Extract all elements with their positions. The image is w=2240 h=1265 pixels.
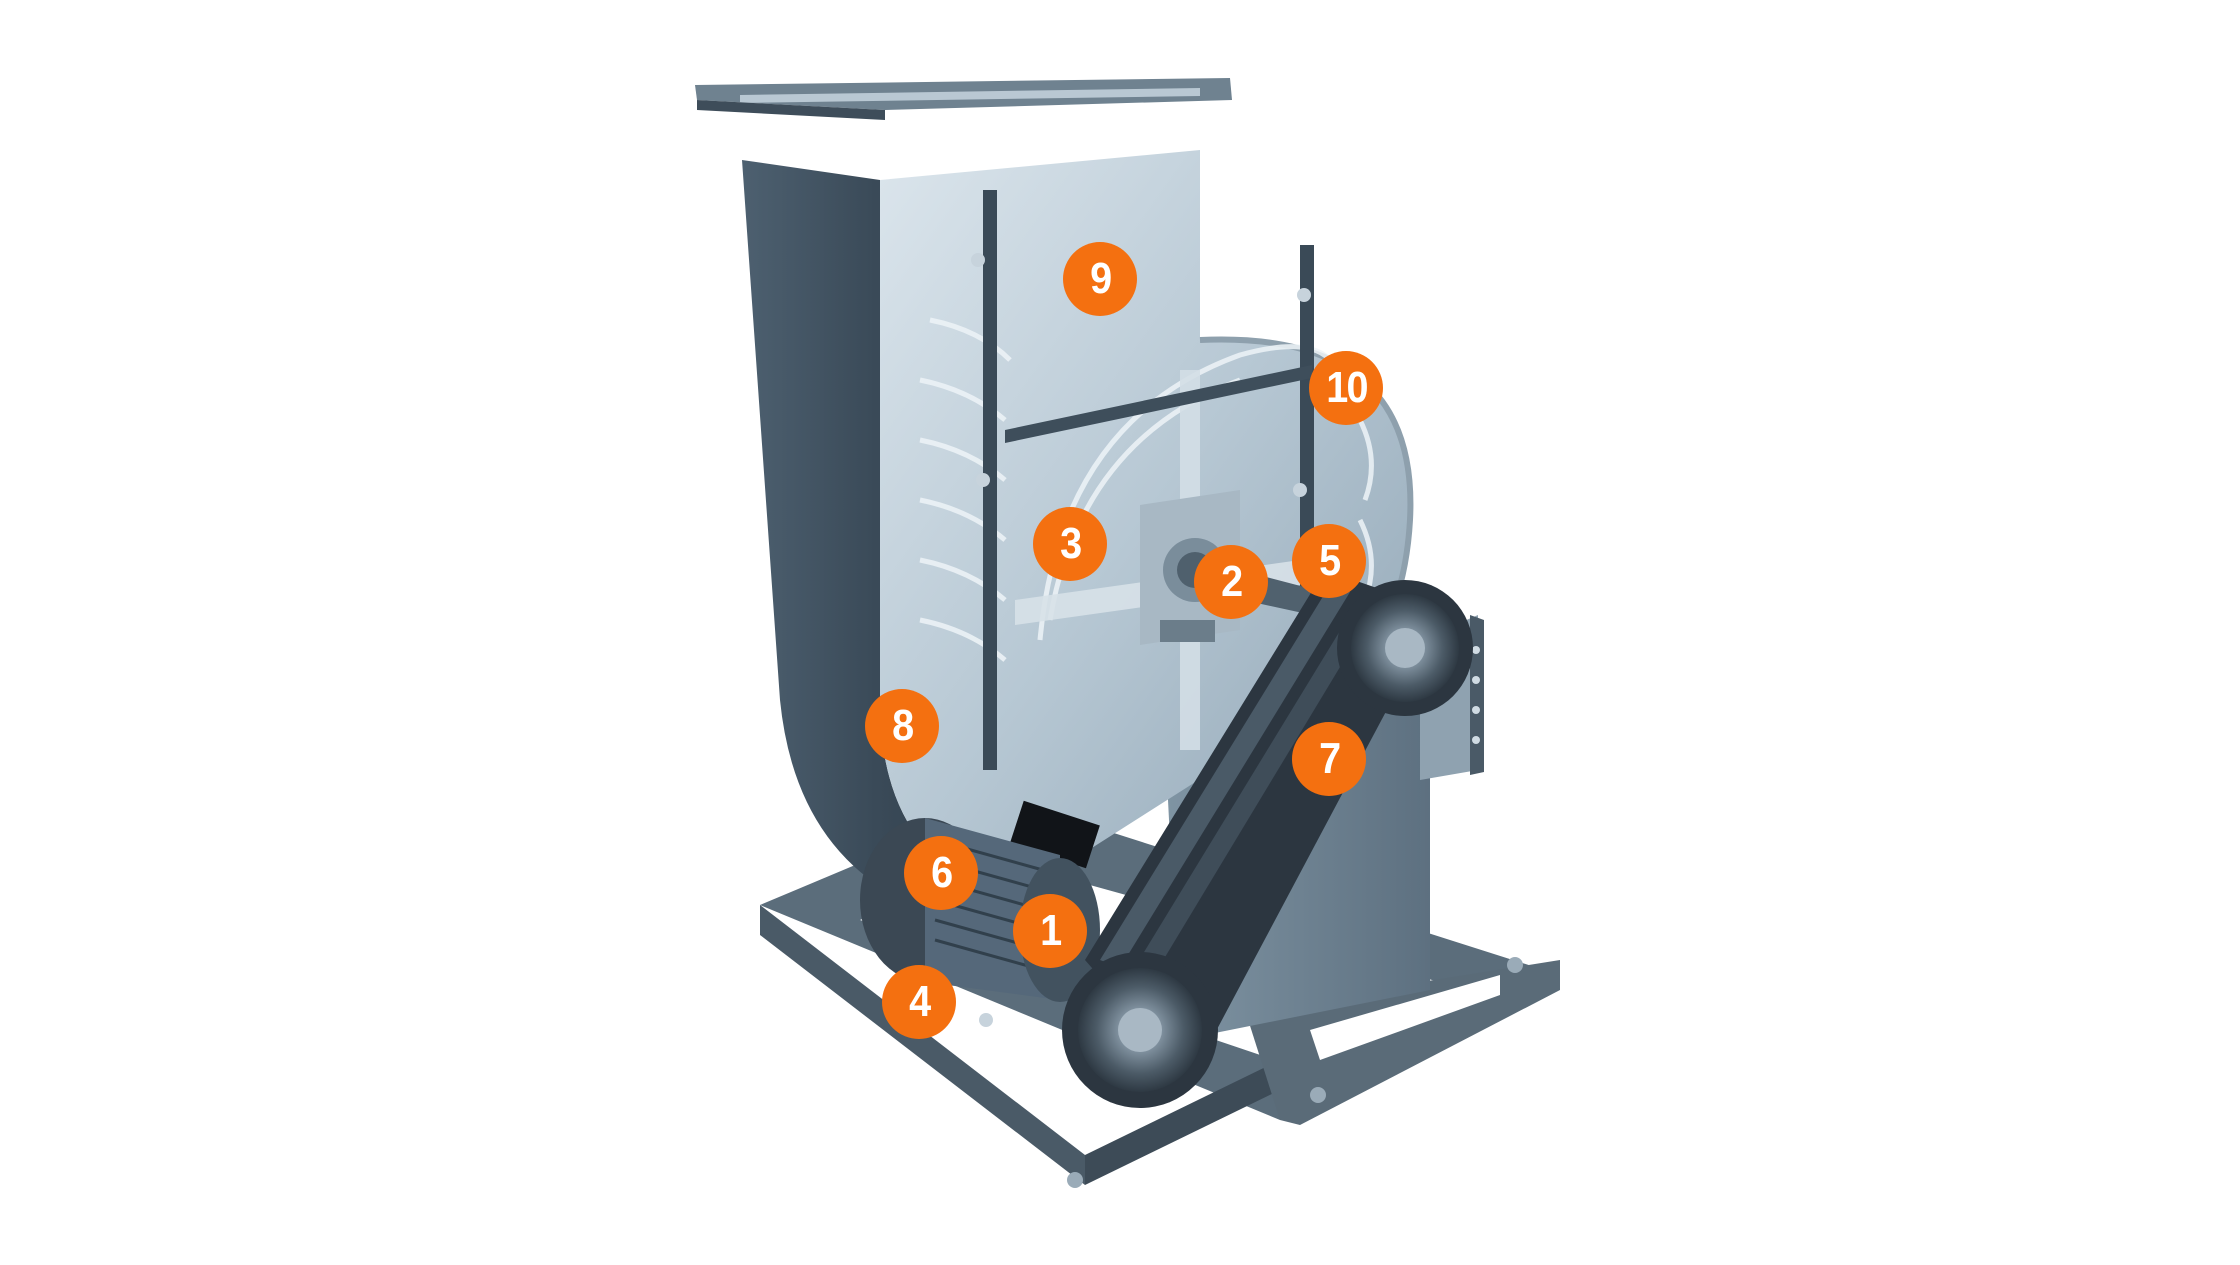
callout-marker-5[interactable]: 5: [1292, 524, 1366, 598]
callout-marker-6[interactable]: 6: [904, 836, 978, 910]
callout-label-7: 7: [1318, 734, 1341, 783]
callout-marker-8[interactable]: 8: [865, 689, 939, 763]
callout-marker-10[interactable]: 10: [1309, 351, 1383, 425]
callout-label-2: 2: [1220, 557, 1243, 606]
callout-marker-9[interactable]: 9: [1063, 242, 1137, 316]
callout-label-6: 6: [930, 848, 953, 897]
callout-label-4: 4: [908, 977, 931, 1026]
callout-marker-3[interactable]: 3: [1033, 507, 1107, 581]
callout-marker-2[interactable]: 2: [1194, 545, 1268, 619]
callout-label-5: 5: [1318, 536, 1341, 585]
callout-label-1: 1: [1039, 906, 1062, 955]
belt-drive: [1062, 570, 1473, 1108]
callout-marker-4[interactable]: 4: [882, 965, 956, 1039]
callout-label-3: 3: [1059, 519, 1082, 568]
callout-marker-1[interactable]: 1: [1013, 894, 1087, 968]
callout-label-10: 10: [1325, 363, 1368, 412]
outlet-flange: [695, 78, 1232, 120]
callout-label-8: 8: [891, 701, 914, 750]
callout-label-9: 9: [1089, 254, 1112, 303]
callout-marker-7[interactable]: 7: [1292, 722, 1366, 796]
